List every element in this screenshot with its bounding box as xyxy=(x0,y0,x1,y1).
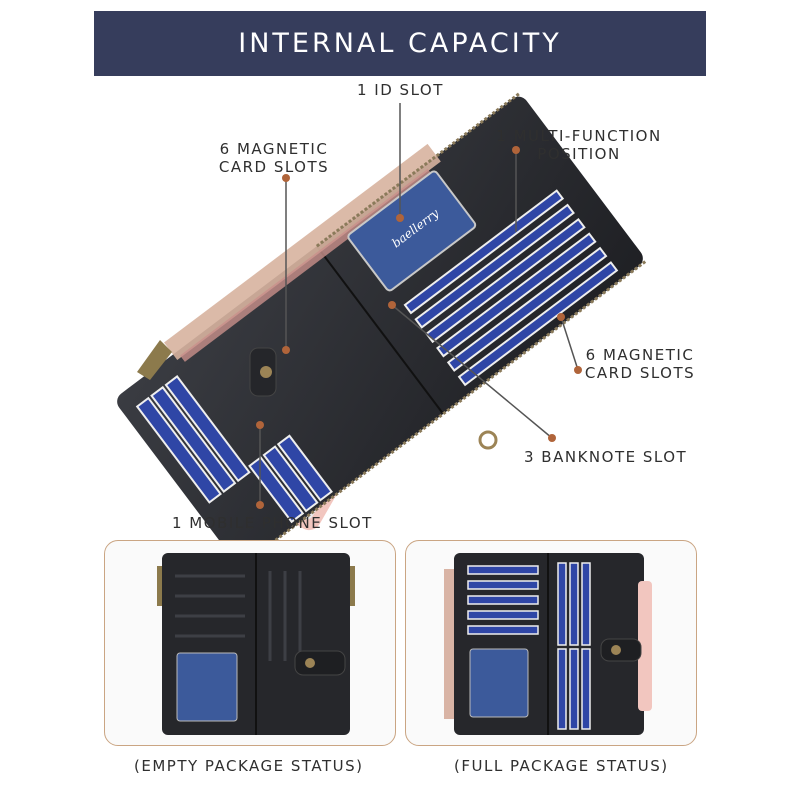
label-magnetic-right: 6 MAGNETIC CARD SLOTS xyxy=(578,346,702,382)
label-banknote: 3 BANKNOTE SLOT xyxy=(524,448,688,466)
page-title: INTERNAL CAPACITY xyxy=(238,28,562,59)
caption-full: (FULL PACKAGE STATUS) xyxy=(454,757,669,775)
wrist-ring xyxy=(478,430,498,450)
label-multi-function-line2: POSITION xyxy=(537,145,621,163)
label-id-slot: 1 ID SLOT xyxy=(357,81,444,99)
callout-dots xyxy=(256,146,582,509)
title-banner: INTERNAL CAPACITY xyxy=(94,11,706,76)
label-multi-function-line1: 1 MULTI-FUNCTION xyxy=(496,127,662,145)
snap-button xyxy=(260,366,272,378)
callout-lines xyxy=(259,103,579,505)
label-magnetic-left: 6 MAGNETIC CARD SLOTS xyxy=(212,140,336,176)
caption-empty: (EMPTY PACKAGE STATUS) xyxy=(134,757,364,775)
label-magnetic-left-line1: 6 MAGNETIC xyxy=(219,140,329,158)
label-magnetic-left-line2: CARD SLOTS xyxy=(218,158,330,176)
wallet-body: baellerry xyxy=(117,91,648,569)
empty-wallet-image xyxy=(157,553,355,735)
right-card-slots xyxy=(403,189,619,387)
full-package-panel xyxy=(405,540,697,746)
label-phone: 1 MOBILE PHONE SLOT xyxy=(172,514,373,532)
full-wallet-image xyxy=(444,553,652,735)
label-magnetic-right-line2: CARD SLOTS xyxy=(584,364,696,382)
left-card-slots xyxy=(135,375,333,524)
label-multi-function: 1 MULTI-FUNCTION POSITION xyxy=(487,127,671,163)
empty-package-panel xyxy=(104,540,396,746)
label-magnetic-right-line1: 6 MAGNETIC xyxy=(585,346,695,364)
zipper-pull xyxy=(137,340,172,380)
